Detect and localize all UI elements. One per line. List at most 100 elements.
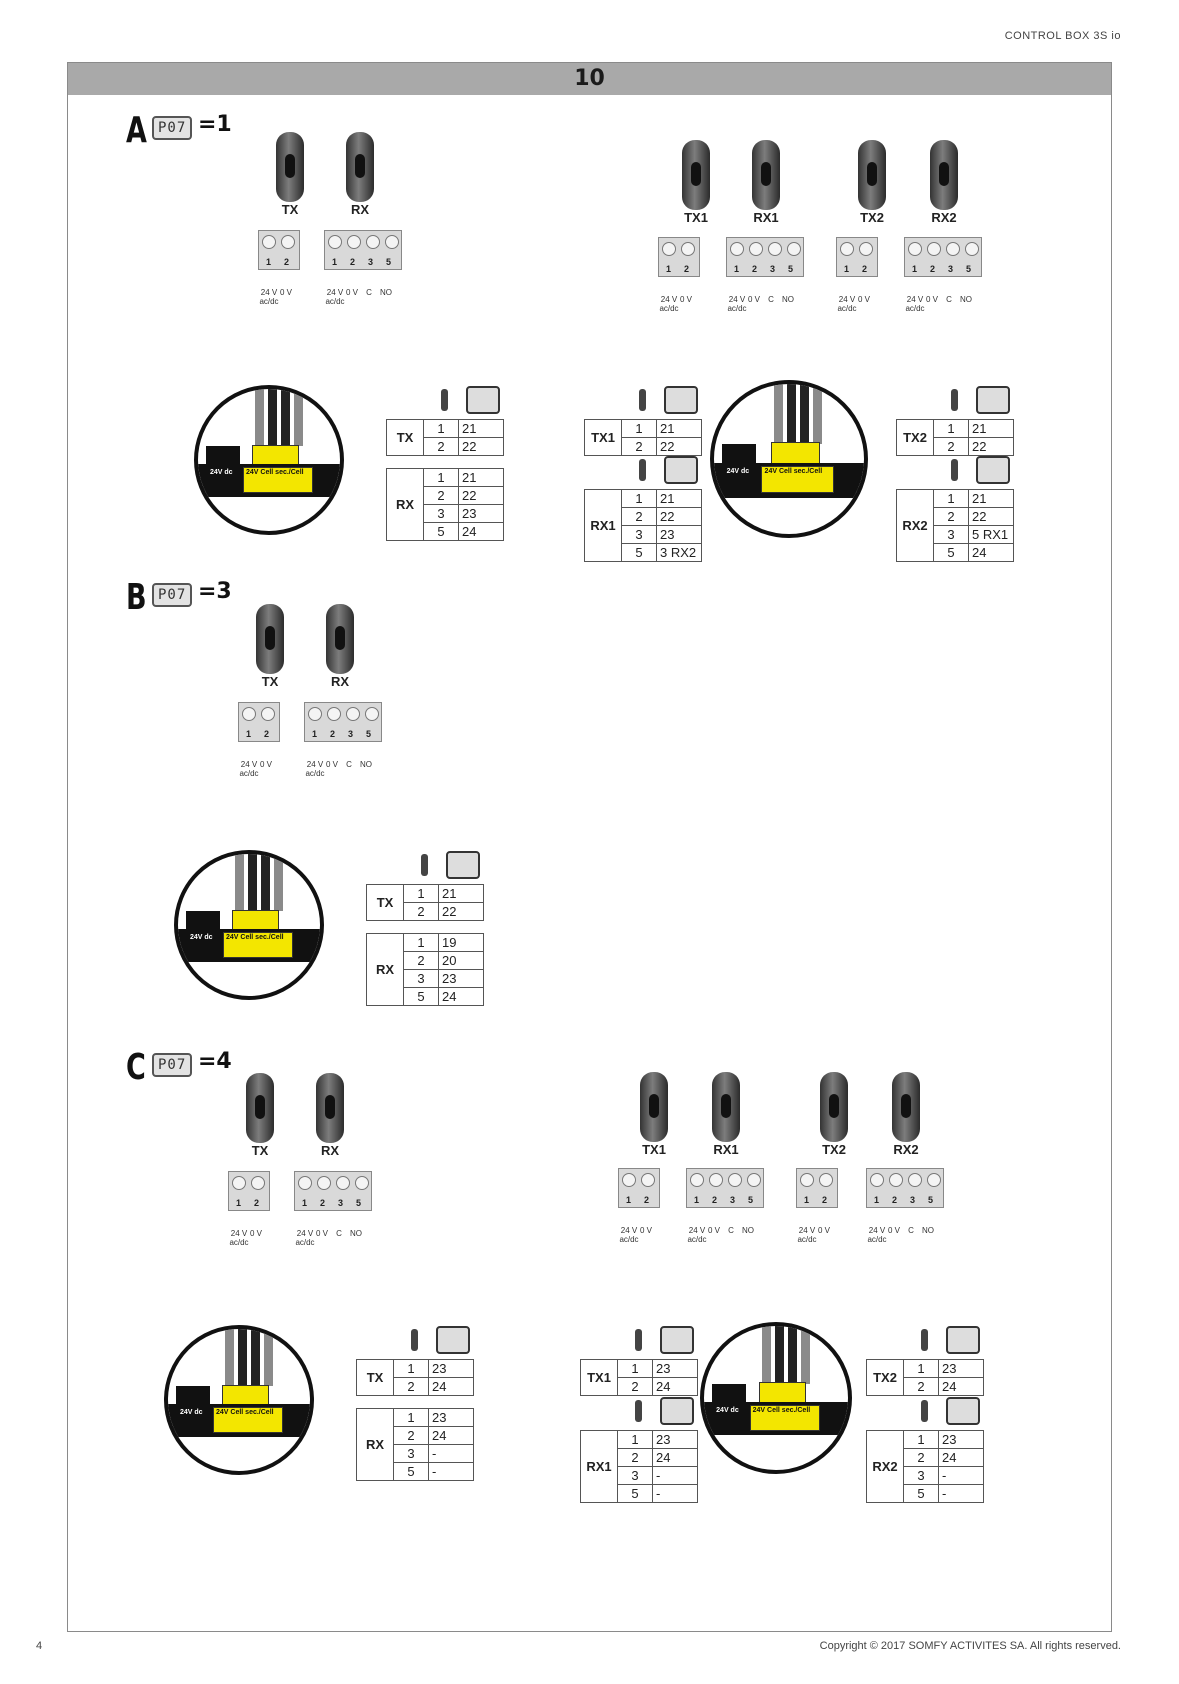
screw-icon [298,1176,312,1190]
photocell-icon [276,132,304,202]
table-cell-terminal: 2 [403,951,439,970]
photocell-icon [410,1329,418,1351]
photocell-icon [346,132,374,202]
photocell-icon [858,140,886,210]
screw-icon [662,242,676,256]
terminal-number: 5 [928,1195,934,1205]
photocell-icon [682,140,710,210]
section-letter: A [126,110,147,151]
wire-line [255,389,264,446]
table-header-row [584,455,702,490]
table-cell-board: 20 [438,951,484,970]
photocell-label: RX1 [713,1142,739,1157]
screw-icon [927,242,941,256]
table-row: 5- [581,1484,698,1503]
wire-line [787,384,797,445]
terminal-block [258,230,300,270]
terminal-block [228,1171,270,1211]
screw-icon [768,242,782,256]
photocell-label: TX [261,674,279,689]
screw-icon [328,235,342,249]
table-header-row [366,850,484,885]
table-cell-terminal: 1 [621,489,657,508]
photocell-label: TX1 [642,1142,666,1157]
terminal-number: 1 [266,257,272,267]
table-cell-terminal: 1 [621,419,657,438]
wire-line [248,854,257,911]
photocell-icon [316,1073,344,1143]
table-row-name: TX2 [896,419,934,456]
table-cell-terminal: 1 [617,1359,653,1378]
screw-icon [281,235,295,249]
photocell-icon [892,1072,920,1142]
terminal-number: 3 [948,264,954,274]
terminal-signal: 0 V [679,295,692,304]
table-corner [584,455,622,490]
photocell-icon [634,1329,642,1351]
table-cell-board: 24 [652,1448,698,1467]
param-display: P07 [152,1053,193,1077]
table-cell-board: 3 RX2 [656,543,702,562]
table-cell-board: 21 [656,419,702,438]
table-corner [866,1396,904,1431]
wire-line [294,389,303,446]
screw-icon [747,1173,761,1187]
wire-line [225,1329,234,1386]
table-cell-terminal: 3 [933,525,969,544]
table-cell-terminal: 3 [403,969,439,988]
table-cell-terminal: 1 [423,468,459,487]
terminal-number: 2 [822,1195,828,1205]
screw-icon [749,242,763,256]
header-board-icon-cell [652,1396,698,1431]
table-cell-terminal: 1 [933,419,969,438]
param-value: =3 [198,579,232,604]
terminal-signal: NO [782,295,794,304]
terminal-signal: NO [742,1226,754,1235]
table-cell-terminal: 5 [423,522,459,541]
table-row-name: TX2 [866,1359,904,1396]
photocell-icon [246,1073,274,1143]
screw-icon [641,1173,655,1187]
section-letter: C [126,1047,146,1088]
terminal-number: 1 [912,264,918,274]
terminal-number: 1 [804,1195,810,1205]
terminal-signal: 24 V ac/dc [259,288,279,306]
terminal-block [238,702,280,742]
table-corner [896,455,934,490]
table-row: 3- [581,1466,698,1485]
table-cell-board: - [428,1462,474,1481]
copyright: Copyright © 2017 SOMFY ACTIVITES SA. All… [819,1640,1121,1652]
screw-icon [859,242,873,256]
table-cell-board: - [652,1484,698,1503]
table-cell-terminal: 5 [621,543,657,562]
table-cell-terminal: 2 [621,437,657,456]
board-cell-terminals [749,1405,820,1432]
table-corner [580,1325,618,1360]
terminal-block [726,237,804,277]
terminal-number: 5 [966,264,972,274]
table-header-row [896,455,1014,490]
board-label: 24V Cell sec./Cell [752,1406,811,1414]
table-corner [896,385,934,420]
terminal-number: 5 [356,1198,362,1208]
table-cell-board: 21 [438,884,484,903]
header-board-icon-cell [652,1325,698,1360]
terminal-number: 3 [348,729,354,739]
table-corner [866,1325,904,1360]
terminal-signal: C [728,1226,734,1235]
table-cell-terminal: 1 [903,1359,939,1378]
screw-icon [232,1176,246,1190]
terminal-signal: 24 V ac/dc [239,760,259,778]
screw-icon [800,1173,814,1187]
photocell-icon [950,389,958,411]
terminal-signal: 0 V [325,760,338,769]
table-row: 5- [357,1462,474,1481]
terminal-block [866,1168,944,1208]
figure-frame: 10 [67,62,1112,1632]
